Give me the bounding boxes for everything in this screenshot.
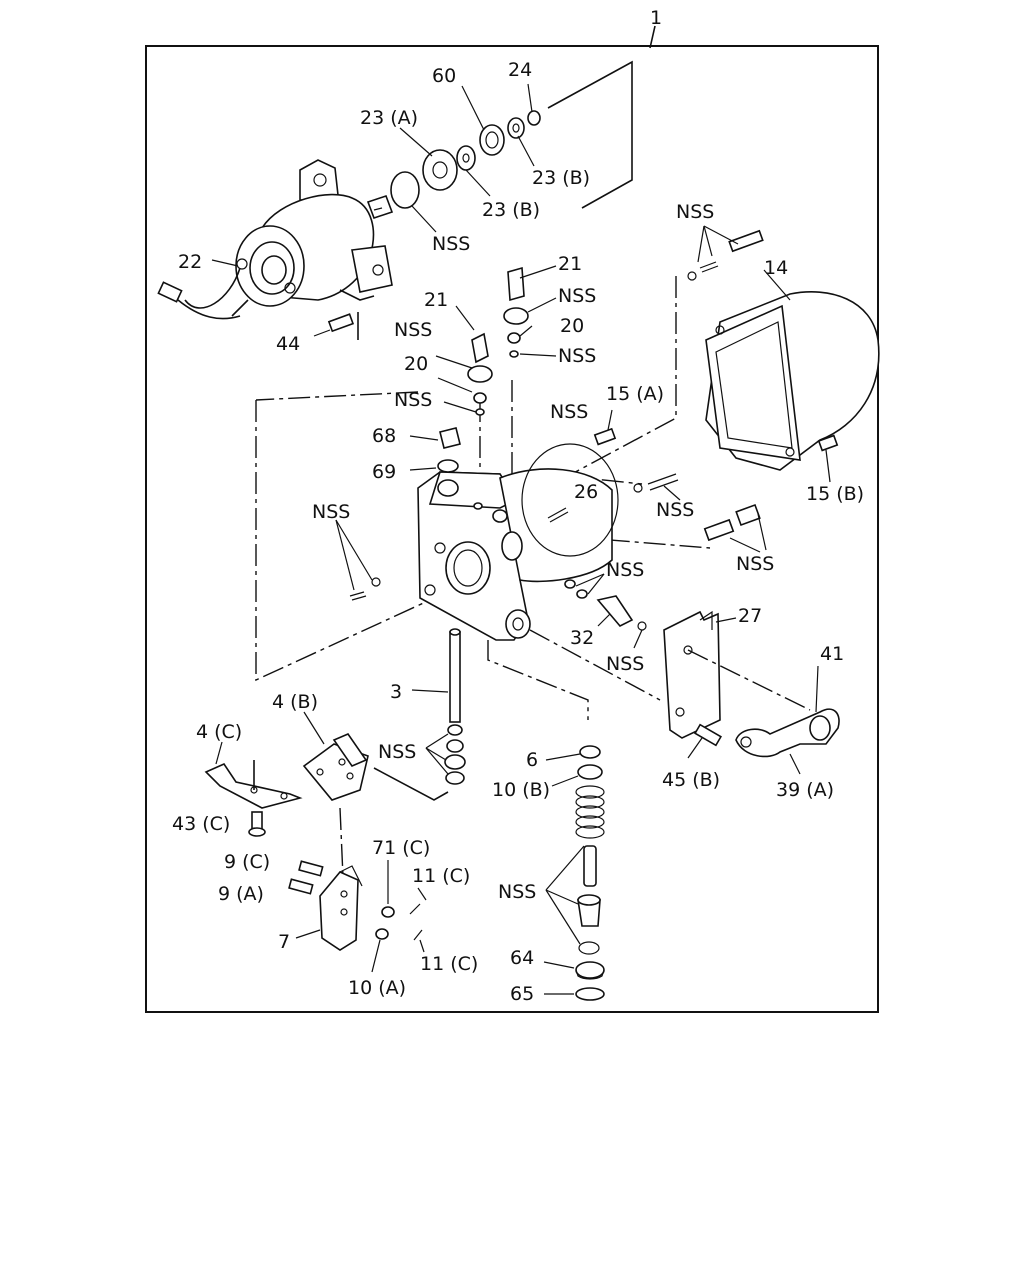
- cover-14: [705, 291, 880, 471]
- callout-nss-fitting-c: NSS: [394, 319, 432, 341]
- clip-6-icon: [579, 745, 601, 759]
- callout-45b: 45 (B): [662, 769, 720, 791]
- plug-68-icon: [439, 427, 461, 449]
- o-ring-icon: [390, 171, 420, 209]
- callout-nss-housing-right: NSS: [606, 559, 644, 581]
- callout-nss-pins-a: NSS: [656, 499, 694, 521]
- callout-nss-piston: NSS: [498, 881, 536, 903]
- callout-nss-gasket: NSS: [550, 401, 588, 423]
- callout-21-right: 21: [558, 253, 582, 275]
- pin-32-icon: [596, 595, 634, 627]
- fitting-21-right-icon: [503, 266, 529, 358]
- callout-11c-bottom: 11 (C): [420, 953, 478, 975]
- callout-71c: 71 (C): [372, 837, 430, 859]
- callout-nss-pins-b: NSS: [736, 553, 774, 575]
- callout-69: 69: [372, 461, 396, 483]
- washer-69-icon: [437, 459, 459, 473]
- callout-nss-oring: NSS: [432, 233, 470, 255]
- bearing-icon: [479, 124, 505, 156]
- callout-27: 27: [738, 605, 762, 627]
- callout-nss-fitting-a: NSS: [558, 285, 596, 307]
- callout-9a: 9 (A): [218, 883, 264, 905]
- bracket-4b: [302, 733, 369, 801]
- ring-65-icon: [575, 987, 605, 1001]
- callout-4c: 4 (C): [196, 721, 242, 743]
- bolt-44-icon: [313, 313, 355, 337]
- callout-43c: 43 (C): [172, 813, 230, 835]
- callout-23b-right: 23 (B): [532, 167, 590, 189]
- callout-22: 22: [178, 251, 202, 273]
- callout-23a: 23 (A): [360, 107, 418, 129]
- callout-26: 26: [574, 481, 598, 503]
- callout-7: 7: [278, 931, 290, 953]
- callout-14: 14: [764, 257, 788, 279]
- callout-39a: 39 (A): [776, 779, 834, 801]
- callout-11c-top: 11 (C): [412, 865, 470, 887]
- bracket-4c: [204, 762, 303, 809]
- callout-nss-pin32: NSS: [606, 653, 644, 675]
- pin-icon: [583, 845, 597, 887]
- callout-9c: 9 (C): [224, 851, 270, 873]
- callout-nss-fitting-d: NSS: [394, 389, 432, 411]
- washer-23a-icon: [422, 149, 458, 191]
- callout-44: 44: [276, 333, 300, 355]
- callout-20-right: 20: [560, 315, 584, 337]
- callout-10a: 10 (A): [348, 977, 406, 999]
- washer-23b-icon: [456, 145, 476, 171]
- bracket-27: [663, 610, 721, 739]
- callout-3: 3: [390, 681, 402, 703]
- callout-10b: 10 (B): [492, 779, 550, 801]
- callout-nss-housing-left: NSS: [312, 501, 350, 523]
- washer-23b-small-icon: [507, 117, 525, 139]
- callout-nss-shaft: NSS: [378, 741, 416, 763]
- bracket-7: [319, 865, 363, 951]
- callout-24: 24: [508, 59, 532, 81]
- callout-41: 41: [820, 643, 844, 665]
- callout-64: 64: [510, 947, 534, 969]
- bolt-43c-icon: [248, 811, 266, 837]
- callout-15b: 15 (B): [806, 483, 864, 505]
- shaft-3: [449, 628, 461, 723]
- gasket-ring-icon: [521, 443, 619, 557]
- callout-65: 65: [510, 983, 534, 1005]
- spring-icon: [575, 785, 605, 839]
- callout-nss-fitting-b: NSS: [558, 345, 596, 367]
- fitting-21-left-icon: [467, 332, 493, 416]
- nut-24-icon: [527, 110, 541, 126]
- callout-nss-cover: NSS: [676, 201, 714, 223]
- callout-4b: 4 (B): [272, 691, 318, 713]
- callout-6: 6: [526, 749, 538, 771]
- callout-23b-left: 23 (B): [482, 199, 540, 221]
- callout-1: 1: [650, 7, 662, 29]
- callout-15a: 15 (A): [606, 383, 664, 405]
- callout-21-left: 21: [424, 289, 448, 311]
- cap-64-icon: [575, 961, 605, 980]
- callout-68: 68: [372, 425, 396, 447]
- assembly-frame: [145, 45, 879, 1013]
- callout-32: 32: [570, 627, 594, 649]
- callout-20-left: 20: [404, 353, 428, 375]
- motor-assembly: [157, 159, 394, 320]
- callout-60: 60: [432, 65, 456, 87]
- lever-39a: [735, 665, 840, 758]
- washer-10b-icon: [577, 764, 603, 780]
